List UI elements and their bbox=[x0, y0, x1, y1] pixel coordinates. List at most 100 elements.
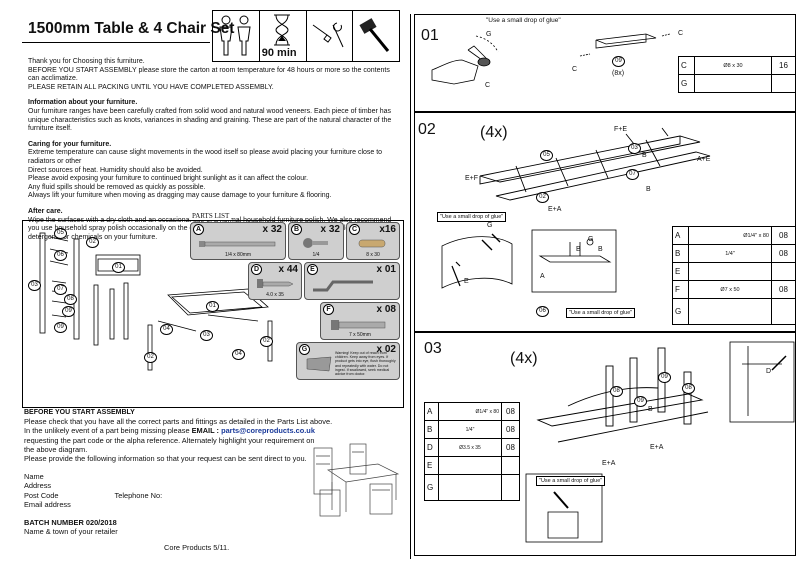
label-c: C bbox=[678, 30, 684, 37]
spec-row: E bbox=[672, 262, 796, 281]
label-ea: E+A bbox=[548, 206, 562, 213]
part-label: 03 bbox=[200, 330, 213, 341]
part-label: 05 bbox=[540, 150, 553, 161]
caring-line: Always lift your furniture when moving a… bbox=[28, 192, 332, 200]
two-person-icon bbox=[213, 11, 260, 61]
hardware-g: G x 02 Warning! Keep out of reach from c… bbox=[296, 342, 400, 380]
page-title: 1500mm Table & 4 Chair Set bbox=[28, 20, 235, 37]
diagram-text: the above diagram. bbox=[24, 444, 88, 454]
part-label: 04 bbox=[232, 349, 245, 360]
footer-credit: Core Products 5/11. bbox=[164, 543, 230, 552]
part-label: 09 bbox=[54, 322, 67, 333]
glue-hand-drawing bbox=[431, 35, 499, 85]
label-d: D bbox=[766, 368, 772, 375]
part-label: 03 bbox=[628, 143, 641, 154]
step-02-multiplier: (4x) bbox=[480, 124, 508, 141]
name-field-label: Name bbox=[24, 472, 44, 482]
glue-detail bbox=[525, 473, 603, 543]
step-03-number: 03 bbox=[424, 340, 442, 357]
part-label: 02 bbox=[144, 352, 157, 363]
part-label: 02 bbox=[86, 237, 99, 248]
part-label: 04 bbox=[160, 324, 173, 335]
support-email-link[interactable]: parts@coreproducts.co.uk bbox=[221, 426, 315, 436]
glue-note-small: "Use a small drop of glue" bbox=[536, 476, 606, 486]
part-label: 08 bbox=[610, 386, 623, 397]
part-label: 09 bbox=[62, 306, 75, 317]
label-b: B bbox=[598, 246, 603, 253]
step-02-number: 02 bbox=[418, 121, 436, 138]
label-g: G bbox=[588, 236, 594, 243]
hardware-f: F x 08 7 x 50mm bbox=[320, 302, 400, 340]
title-underline bbox=[22, 42, 210, 43]
batch-number: BATCH NUMBER 020/2018 bbox=[24, 518, 117, 528]
part-label: 02 bbox=[260, 336, 273, 347]
address-field-label: Address bbox=[24, 481, 52, 491]
part-label: 09 bbox=[612, 56, 625, 67]
label-ef: E+F bbox=[465, 175, 479, 182]
spec-row: G bbox=[678, 74, 796, 93]
screw-detail bbox=[729, 341, 795, 423]
hardware-b: B x 32 1/4 bbox=[288, 222, 344, 260]
part-label: 09 bbox=[634, 396, 647, 407]
step-03-multiplier: (4x) bbox=[510, 350, 538, 367]
rail-with-dowels bbox=[579, 33, 671, 57]
step-02-panel bbox=[414, 112, 796, 332]
step-03-panel bbox=[414, 332, 796, 556]
rail-joint-detail bbox=[531, 229, 617, 293]
tools-icon bbox=[307, 11, 354, 61]
hardware-c: C x16 8 x 30 bbox=[346, 222, 400, 260]
label-g: G bbox=[486, 31, 492, 38]
label-c: C bbox=[572, 66, 578, 73]
retain-text: PLEASE RETAIN ALL PACKING UNTIL YOU HAVE… bbox=[28, 83, 274, 91]
part-label: 02 bbox=[536, 192, 549, 203]
page-divider bbox=[410, 14, 411, 559]
assembly-icons: 90 min bbox=[212, 10, 400, 62]
missing-part-text: In the unlikely event of a part being mi… bbox=[24, 426, 315, 436]
step-01-number: 01 bbox=[421, 27, 439, 44]
telephone-field-label: Telephone No: bbox=[114, 490, 163, 500]
part-label: 06 bbox=[54, 250, 67, 261]
hardware-a: A x 32 1/4 x 80mm bbox=[190, 222, 286, 260]
assembly-info: BEFORE YOU START ASSEMBLY Please check t… bbox=[24, 408, 404, 536]
label-e: E bbox=[464, 278, 469, 285]
label-ea: E+A bbox=[602, 460, 616, 467]
part-code-text: requesting the part code or the alpha re… bbox=[24, 435, 315, 445]
label-g: G bbox=[487, 222, 493, 229]
provide-info-text: Please provide the following information… bbox=[24, 454, 307, 464]
before-start-text: BEFORE YOU START ASSEMBLY please store t… bbox=[28, 66, 390, 83]
part-label: 07 bbox=[626, 169, 639, 180]
spec-row: E bbox=[424, 456, 520, 475]
dowel-insert-detail bbox=[441, 233, 513, 289]
email-field-label: Email address bbox=[24, 499, 71, 509]
caring-line: Extreme temperature can cause slight mov… bbox=[28, 149, 383, 165]
label-a: A bbox=[540, 273, 545, 280]
caring-line: Please avoid exposing your furniture to … bbox=[28, 175, 309, 183]
part-label: 09 bbox=[658, 372, 671, 383]
part-label: 07 bbox=[54, 284, 67, 295]
info-heading: Information about your furniture. bbox=[28, 99, 138, 107]
info-text: Our furniture ranges have been carefully… bbox=[28, 107, 392, 133]
intro-text: Thank you for Choosing this furniture. B… bbox=[28, 58, 403, 242]
part-label: 05 bbox=[54, 228, 67, 239]
hourglass-icon: 90 min bbox=[260, 11, 307, 61]
part-label: 08 bbox=[682, 383, 695, 394]
parts-list-box bbox=[22, 220, 404, 408]
mallet-icon bbox=[353, 11, 399, 61]
thanks-text: Thank you for Choosing this furniture. bbox=[28, 58, 145, 65]
label-c: C bbox=[485, 82, 491, 89]
spec-row: G bbox=[672, 298, 796, 325]
label-b: B bbox=[648, 406, 653, 413]
label-b: B bbox=[576, 246, 581, 253]
quantity-multiplier: (8x) bbox=[612, 70, 625, 77]
